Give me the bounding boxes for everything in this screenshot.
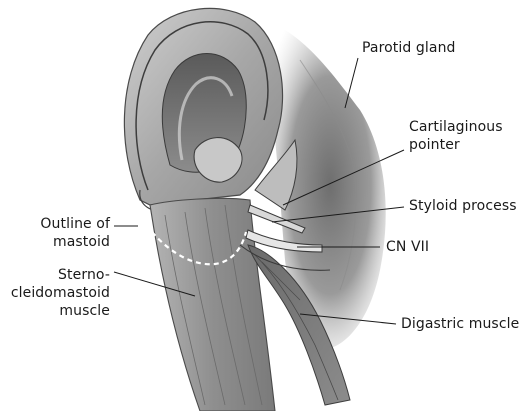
sternocleidomastoid-shape <box>149 197 276 411</box>
leader-line-cartilaginous-pointer <box>282 149 405 206</box>
label-parotid-gland: Parotid gland <box>362 40 456 56</box>
label-cartilaginous-pointer: Cartilaginous pointer <box>409 119 503 153</box>
mastoid-outline-dashed <box>151 231 248 266</box>
leader-line-styloid <box>271 206 405 223</box>
leader-line-sternocleidomastoid <box>113 271 196 297</box>
label-sternocleidomastoid-muscle: Sterno- cleidomastoid muscle <box>10 267 110 319</box>
label-styloid-process: Styloid process <box>409 198 517 214</box>
digastric-muscle-shape <box>247 244 351 406</box>
label-cn-vii: CN VII <box>386 239 430 255</box>
cartilaginous-pointer-shape <box>254 138 298 211</box>
label-digastric-muscle: Digastric muscle <box>401 316 520 332</box>
label-outline-of-mastoid: Outline of mastoid <box>40 216 110 250</box>
leader-line-digastric <box>299 313 397 325</box>
ear-shape <box>123 7 284 213</box>
leader-line-parotid <box>344 57 359 109</box>
